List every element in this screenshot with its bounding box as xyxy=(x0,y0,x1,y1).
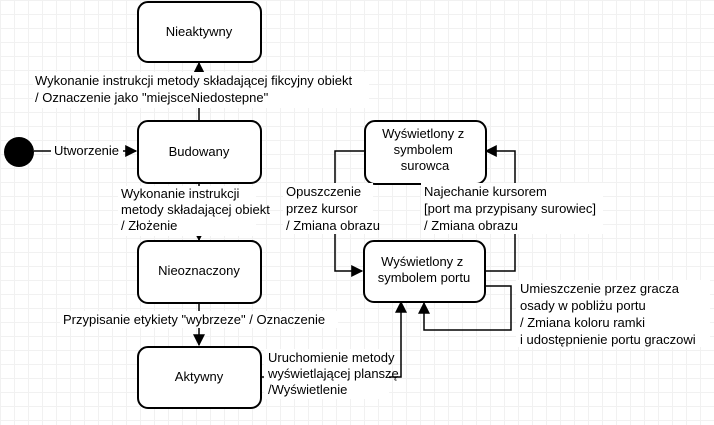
svg-text:Umieszczenie przez gracza: Umieszczenie przez gracza osady w pobliż… xyxy=(520,281,696,347)
svg-text:Opuszczenie przez kursor: Opuszczenie przez kursor / Zmiana obrazu xyxy=(286,184,380,233)
transition-label-line: przez kursor xyxy=(286,201,358,216)
transition-label-line: wyświetlającej planszę xyxy=(267,366,399,381)
transition-label-umieszczenie: Umieszczenie przez gracza osady w pobliż… xyxy=(516,280,710,347)
transition-label-line: Umieszczenie przez gracza xyxy=(520,281,680,296)
transition-label-opuszczenie: Opuszczenie przez kursor / Zmiana obrazu xyxy=(283,183,380,234)
state-wyswietlony-portu[interactable]: Wyświetlony z symbolem portu xyxy=(363,240,486,303)
transition-label-line: Opuszczenie xyxy=(286,184,361,199)
state-wyswietlony-surowca[interactable]: Wyświetlony z symbolem surowca xyxy=(364,120,487,185)
svg-text:Utworzenie: Utworzenie xyxy=(54,143,119,158)
transition-label-line: osady w pobliżu portu xyxy=(520,298,646,313)
state-label: Wyświetlony z symbolem surowca xyxy=(382,126,468,173)
state-nieoznaczony[interactable]: Nieoznaczony xyxy=(137,240,262,304)
state-nieaktywny[interactable]: Nieaktywny xyxy=(137,1,262,63)
state-label: Wyświetlony z symbolem portu xyxy=(378,254,470,285)
transition-label-line: Uruchomienie metody xyxy=(268,350,395,365)
transition-label-line: /Wyświetlenie xyxy=(268,382,347,397)
transition-label-line: Wykonanie instrukcji metody składającej … xyxy=(35,73,352,88)
svg-text:Wykonanie instrukcji metody sk: Wykonanie instrukcji metody składającej … xyxy=(35,73,356,105)
transition-label-line: metody składającej obiekt xyxy=(121,202,270,217)
state-label-line: symbolem portu xyxy=(378,270,470,285)
transition-label-to-nieaktywny: Wykonanie instrukcji metody składającej … xyxy=(33,72,369,108)
state-label-line: Wyświetlony z xyxy=(381,254,463,269)
transition-label-line: / Złożenie xyxy=(121,218,177,233)
state-label: Budowany xyxy=(169,144,230,159)
transition-label-to-aktywny: Przypisanie etykiety "wybrzeze" / Oznacz… xyxy=(60,311,338,328)
transition-label-line: / Zmiana obrazu xyxy=(424,218,518,233)
transition-label-line: i udostępnienie portu graczowi xyxy=(520,332,696,347)
initial-state xyxy=(4,137,34,167)
state-label-line: Wyświetlony z xyxy=(382,126,464,141)
transition-label-line: / Zmiana obrazu xyxy=(286,218,380,233)
state-budowany[interactable]: Budowany xyxy=(137,120,262,184)
edge-portu-self-loop xyxy=(418,285,512,331)
transition-label-to-nieoznaczony: Wykonanie instrukcji metody składającej … xyxy=(118,186,273,236)
state-label: Nieaktywny xyxy=(166,24,233,39)
transition-label-line: Wykonanie instrukcji xyxy=(121,186,239,201)
state-label-line: surowca xyxy=(401,158,450,173)
transition-label-line: / Oznaczenie jako "miejsceNiedostepne" xyxy=(35,90,269,105)
transition-label-utworzenie: Utworzenie xyxy=(51,142,123,159)
svg-text:Najechanie kursorem [por: Najechanie kursorem [port ma przypisany … xyxy=(424,184,600,233)
transition-label-line: Najechanie kursorem xyxy=(424,184,547,199)
transition-label-to-portu: Uruchomienie metody wyświetlającej plans… xyxy=(264,349,402,399)
transition-label-line: [port ma przypisany surowiec] xyxy=(424,201,596,216)
svg-text:Przypisanie etykiety "wybrzeze: Przypisanie etykiety "wybrzeze" / Oznacz… xyxy=(63,312,325,327)
svg-text:Uruchomienie metody wyśw: Uruchomienie metody wyświetlającej plans… xyxy=(267,350,402,397)
transition-label-line: / Zmiana koloru ramki xyxy=(520,315,645,330)
state-label-line: symbolem xyxy=(394,142,453,157)
transition-label-najechanie: Najechanie kursorem [port ma przypisany … xyxy=(421,183,603,234)
state-label: Nieoznaczony xyxy=(158,263,240,278)
state-aktywny[interactable]: Aktywny xyxy=(137,346,262,409)
state-label: Aktywny xyxy=(175,369,224,384)
svg-text:Wykonanie instrukcji met: Wykonanie instrukcji metody składającej … xyxy=(121,186,273,233)
